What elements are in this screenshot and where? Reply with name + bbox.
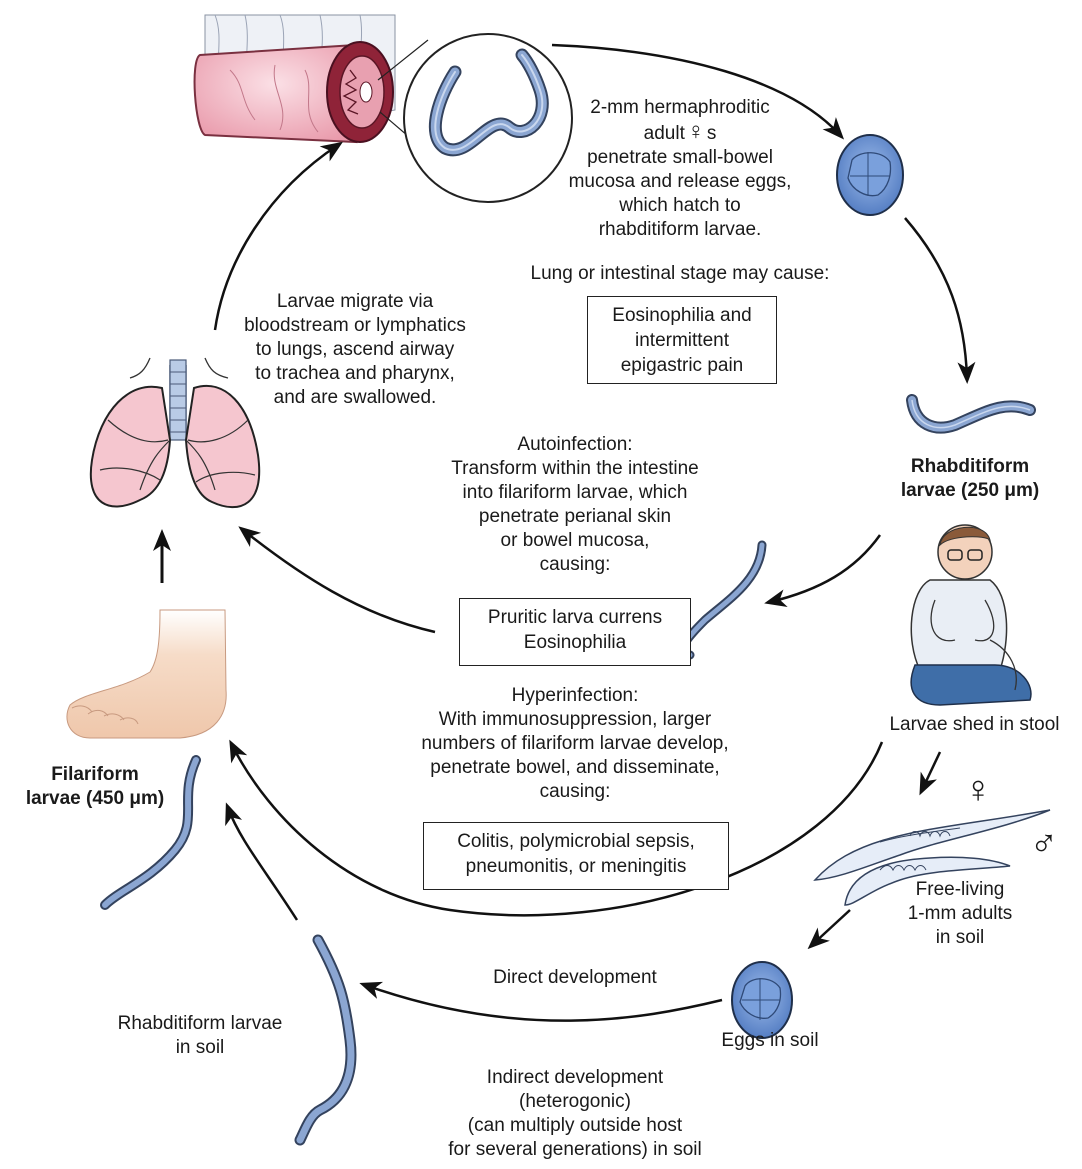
autoinfection-symptoms-box: Pruritic larva currens Eosinophilia	[459, 598, 691, 666]
arrow-autoinfection	[238, 526, 436, 634]
hyperinfection-symptoms-box: Colitis, polymicrobial sepsis, pneumonit…	[423, 822, 729, 890]
arrow-adults-to-egg	[551, 43, 845, 140]
arrow-egg-to-rhabditiform	[904, 217, 976, 384]
person-squatting-illustration	[910, 524, 1032, 706]
indirect-development-label: Indirect development (heterogonic) (can …	[448, 1067, 702, 1160]
arrow-adults-to-eggs	[807, 909, 851, 950]
rhabditiform-larva-soil	[294, 934, 357, 1146]
foot-illustration	[66, 609, 227, 739]
rhabditiform-soil-label: Rhabditiform larvae in soil	[117, 1013, 283, 1058]
small-bowel-illustration	[193, 14, 429, 149]
filariform-larva	[100, 755, 201, 910]
egg-illustration	[836, 134, 904, 216]
female-symbol: ♀	[686, 118, 705, 145]
arrow-stool-to-adults	[919, 751, 942, 796]
arrow-lungs-to-bowel	[213, 141, 344, 331]
arrow-soil-to-filariform	[225, 802, 299, 921]
hyperinfection-description: Hyperinfection: With immunosuppression, …	[421, 685, 729, 802]
arrow-direct-development	[359, 981, 723, 1022]
arrow-hyperinfection	[229, 739, 884, 917]
rhabditiform-label: Rhabditiform larvae (250 μm)	[900, 456, 1040, 501]
female-symbol-large: ♀	[963, 769, 993, 811]
male-symbol-large: ♂	[1029, 823, 1059, 865]
arrow-rhabditiform-to-filariform	[764, 534, 882, 608]
magnified-adult-worm	[403, 33, 573, 203]
lung-intestinal-caption: Lung or intestinal stage may cause:	[530, 263, 830, 284]
filariform-label: Filariform larvae (450 μm)	[25, 764, 165, 809]
lung-intestinal-symptoms-box: Eosinophilia and intermittent epigastric…	[587, 296, 777, 384]
eggs-in-soil-illustration	[731, 961, 793, 1039]
eggs-in-soil-label: Eggs in soil	[721, 1030, 819, 1051]
direct-development-label: Direct development	[493, 967, 657, 988]
adult-stage-description: 2-mm hermaphroditic adult♀s penetrate sm…	[568, 97, 792, 240]
rhabditiform-larva	[906, 394, 1036, 434]
free-living-adults-illustration	[813, 809, 1051, 906]
larvae-shed-label: Larvae shed in stool	[889, 714, 1060, 735]
free-living-label: Free-living 1-mm adults in soil	[907, 879, 1013, 948]
migration-description: Larvae migrate via bloodstream or lympha…	[244, 291, 466, 408]
autoinfection-description: Autoinfection: Transform within the inte…	[451, 434, 699, 575]
lungs-illustration	[89, 357, 261, 509]
